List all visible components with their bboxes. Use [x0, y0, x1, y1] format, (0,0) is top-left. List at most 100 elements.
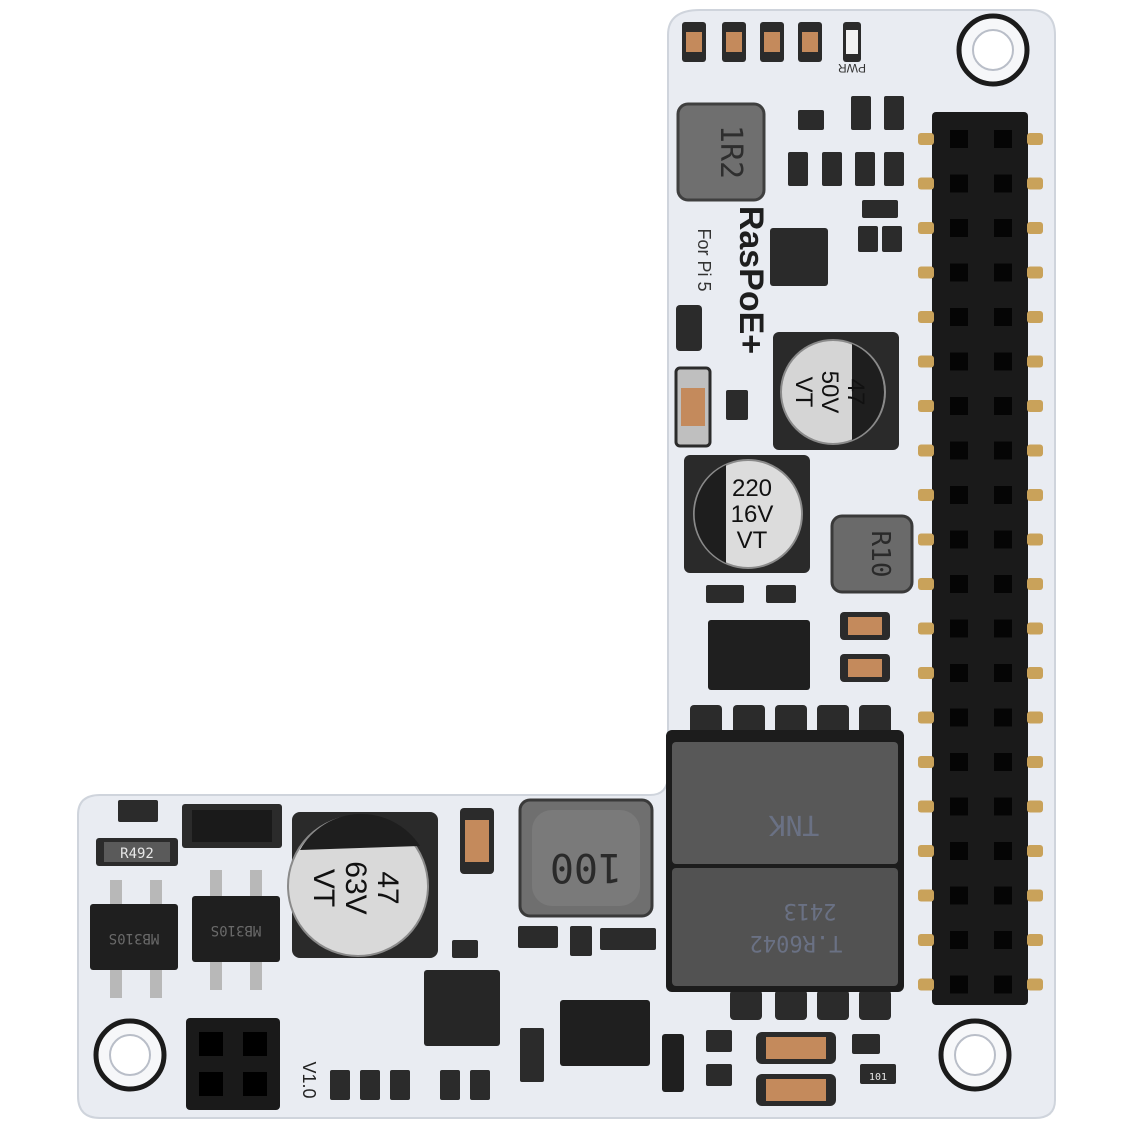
header-pin-left — [950, 619, 968, 638]
header-solder-left — [918, 400, 934, 412]
header-solder-right — [1027, 578, 1043, 590]
header-solder-right — [1027, 800, 1043, 813]
cap-mid-line1: 220 — [732, 475, 772, 502]
board-name: RasPoE+ — [732, 206, 770, 354]
header-solder-right — [1027, 222, 1043, 234]
header-solder-left — [918, 266, 934, 279]
header-pin-left — [950, 575, 968, 593]
header-solder-left — [918, 756, 934, 768]
cap-mid-line2: 16V — [731, 501, 774, 528]
header-solder-right — [1027, 400, 1043, 412]
transformer-tnk: TNK 2413 T.R6042 — [666, 705, 904, 1020]
header-solder-right — [1027, 756, 1043, 768]
header-pin-right — [994, 664, 1012, 682]
poe-pin-header — [186, 1018, 280, 1110]
header-pin-right — [994, 842, 1012, 860]
header-solder-right — [1027, 133, 1043, 145]
inductor-r10-label: R10 — [865, 531, 895, 578]
board-subtitle: For Pi 5 — [694, 228, 714, 291]
resistor-101-label: 101 — [869, 1072, 887, 1083]
header-pin-left — [950, 664, 968, 682]
header-solder-left — [918, 133, 934, 145]
smd-cluster-top — [674, 96, 904, 448]
transformer-line2: 2413 — [784, 898, 837, 923]
header-pin-right — [994, 619, 1012, 638]
header-solder-left — [918, 578, 934, 590]
header-pin-right — [994, 753, 1012, 771]
header-pin-left — [950, 797, 968, 816]
header-solder-left — [918, 533, 934, 546]
version-label: V1.0 — [299, 1061, 319, 1098]
header-pin-left — [950, 708, 968, 727]
header-pin-left — [950, 219, 968, 237]
header-pin-right — [994, 575, 1012, 593]
header-pin-left — [950, 308, 968, 326]
header-pin-right — [994, 486, 1012, 504]
header-pin-right — [994, 931, 1012, 949]
header-solder-left — [918, 711, 934, 724]
header-solder-right — [1027, 489, 1043, 501]
header-pin-right — [994, 219, 1012, 237]
header-solder-left — [918, 444, 934, 457]
header-solder-right — [1027, 889, 1043, 902]
inductor-100-label: 100 — [550, 844, 622, 890]
header-solder-right — [1027, 444, 1043, 457]
bridge-left-label: MB310S — [109, 930, 160, 946]
resistor-r492-label: R492 — [120, 846, 154, 862]
header-solder-right — [1027, 667, 1043, 679]
header-pin-left — [950, 886, 968, 905]
header-solder-left — [918, 222, 934, 234]
inductor-r10: R10 — [830, 514, 914, 594]
mounting-hole-top-right — [956, 13, 1030, 87]
header-solder-right — [1027, 311, 1043, 323]
header-pin-left — [950, 263, 968, 282]
header-solder-right — [1027, 978, 1043, 991]
header-solder-left — [918, 800, 934, 813]
header-pin-right — [994, 308, 1012, 326]
header-solder-right — [1027, 622, 1043, 635]
mounting-hole-bottom-left — [93, 1018, 167, 1092]
bridge-right-label: MB310S — [211, 922, 262, 938]
header-pin-left — [950, 530, 968, 549]
header-pin-left — [950, 842, 968, 860]
header-solder-left — [918, 355, 934, 368]
header-solder-left — [918, 667, 934, 679]
smd-row-top — [682, 22, 861, 62]
bridge-rectifier-right: MB310S — [192, 896, 280, 962]
bridge-rectifier-left: MB310S — [90, 904, 178, 970]
header-pin-left — [950, 352, 968, 371]
mosfet-package — [706, 585, 890, 690]
cap-top-line2: 50V — [816, 371, 843, 414]
header-solder-left — [918, 311, 934, 323]
cap-bottom-line1: 47 — [371, 871, 404, 904]
header-pin-right — [994, 130, 1012, 148]
header-pin-left — [950, 441, 968, 460]
header-solder-left — [918, 889, 934, 902]
cap-bottom-line2: 63V — [339, 861, 372, 914]
header-solder-right — [1027, 845, 1043, 857]
header-solder-left — [918, 622, 934, 635]
header-pin-left — [950, 130, 968, 148]
cap-top-line3: VT — [790, 377, 817, 408]
cap-mid-line3: VT — [737, 527, 768, 554]
header-solder-left — [918, 845, 934, 857]
header-pin-left — [950, 753, 968, 771]
inductor-1r2-label: 1R2 — [713, 125, 748, 179]
header-solder-left — [918, 934, 934, 946]
header-pin-right — [994, 263, 1012, 282]
header-pin-right — [994, 441, 1012, 460]
cap-bottom-line3: VT — [307, 869, 340, 907]
header-pin-right — [994, 352, 1012, 371]
capacitor-47-50v: 47 50V VT — [773, 332, 899, 450]
header-solder-left — [918, 978, 934, 991]
header-pin-right — [994, 530, 1012, 549]
header-solder-right — [1027, 711, 1043, 724]
transformer-line1: TNK — [769, 809, 820, 842]
header-pin-right — [994, 975, 1012, 994]
header-pin-right — [994, 886, 1012, 905]
header-pin-right — [994, 397, 1012, 415]
header-solder-right — [1027, 177, 1043, 190]
header-solder-right — [1027, 533, 1043, 546]
header-pin-right — [994, 797, 1012, 816]
